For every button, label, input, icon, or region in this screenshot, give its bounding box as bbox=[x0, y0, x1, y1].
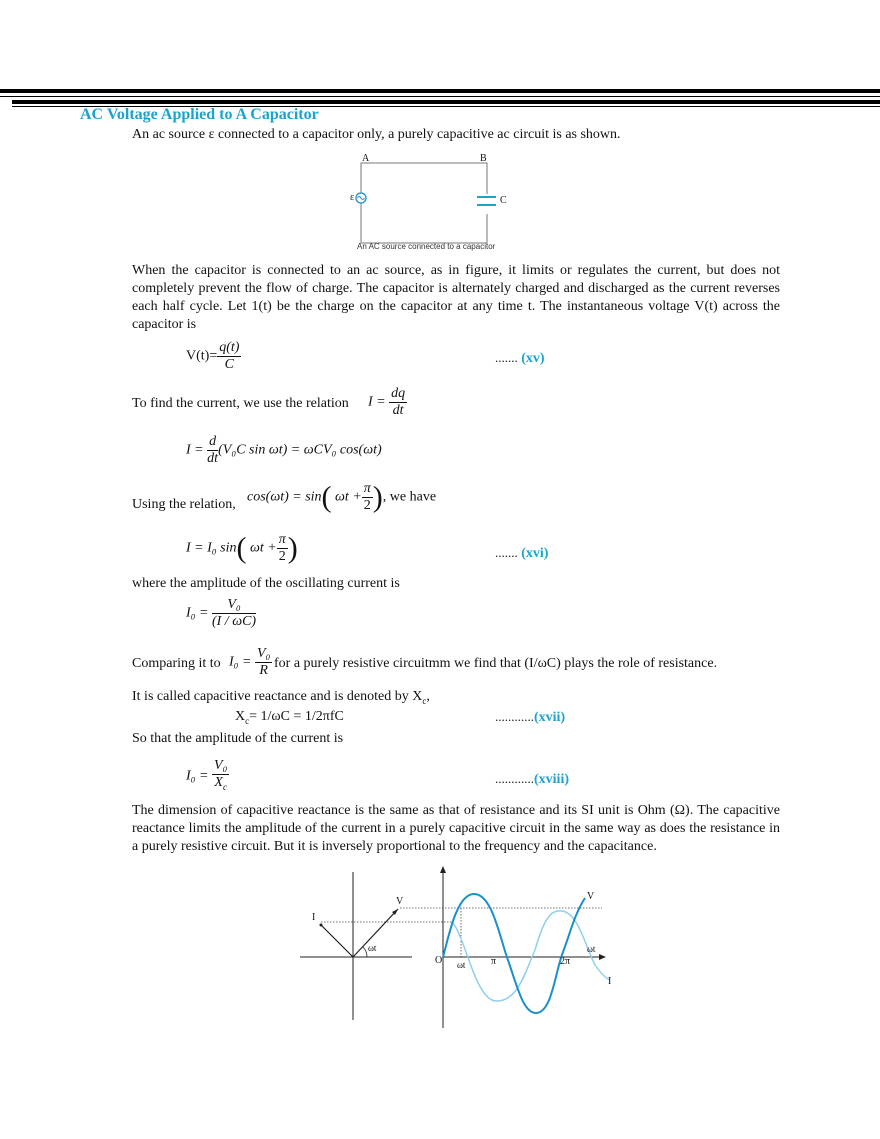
header-rule-thin bbox=[12, 106, 880, 107]
waveform-label-v: V bbox=[587, 891, 595, 902]
header-rule-bottom bbox=[12, 100, 880, 104]
waveform-label-pi: π bbox=[491, 956, 497, 967]
waveform-label-origin: O bbox=[435, 955, 443, 966]
paragraph-charge: When the capacitor is connected to an ac… bbox=[132, 263, 780, 332]
paragraph-comparing-suffix: for a purely resistive circuitmm we find… bbox=[274, 656, 718, 671]
equation-number: (xv) bbox=[521, 351, 545, 366]
phasor-label-v: V bbox=[396, 896, 404, 907]
equation-xv: V(t)=q(t)C bbox=[186, 340, 242, 373]
equation-xvii-tag: ............(xvii) bbox=[495, 709, 566, 725]
paragraph-reactance: It is called capacitive reactance and is… bbox=[132, 689, 430, 706]
paragraph-comparing: Comparing it to bbox=[132, 656, 221, 671]
equation-number: (xviii) bbox=[534, 772, 569, 787]
paragraph-so-that: So that the amplitude of the current is bbox=[132, 731, 344, 746]
paragraph-trig: Using the relation, bbox=[132, 497, 236, 512]
waveform-label-wt: ωt bbox=[457, 960, 466, 970]
paragraph-amplitude: where the amplitude of the oscillating c… bbox=[132, 576, 400, 591]
equation-amplitude: I₀ = V₀(I / ωC) bbox=[186, 597, 257, 629]
eq-xv-lhs: V(t)= bbox=[186, 348, 218, 364]
circuit-label-c: C bbox=[500, 195, 507, 206]
eq-xv-num: q(t) bbox=[217, 340, 242, 357]
paragraph-relation: To find the current, we use the relation bbox=[132, 396, 349, 411]
header-rule-top bbox=[0, 89, 880, 93]
equation-number: (xvi) bbox=[521, 546, 549, 561]
circuit-diagram-icon bbox=[355, 162, 496, 244]
intro-text: An ac source ε connected to a capacitor … bbox=[132, 127, 621, 142]
equation-xvi-tag: ....... (xvi) bbox=[495, 545, 549, 561]
circuit-label-b: B bbox=[480, 153, 487, 164]
phasor-waveform-diagram-icon bbox=[300, 866, 611, 1028]
equation-xv-tag: ....... (xv) bbox=[495, 350, 545, 366]
circuit-label-a: A bbox=[362, 153, 370, 164]
paragraph-dimension: The dimension of capacitive reactance is… bbox=[132, 803, 780, 854]
circuit-figure: A B ε C An AC source connected to a capa… bbox=[340, 150, 540, 255]
section-title: AC Voltage Applied to A Capacitor bbox=[80, 106, 319, 123]
waveform-label-wt-end: ωt bbox=[587, 944, 596, 954]
equation-xviii-tag: ............(xviii) bbox=[495, 771, 569, 787]
phasor-label-angle: ωt bbox=[368, 943, 377, 953]
circuit-caption: An AC source connected to a capacitor bbox=[357, 242, 496, 251]
phasor-figure: I V ωt O ωt π 2π ωt V I bbox=[290, 860, 620, 1035]
equation-number: (xvii) bbox=[534, 710, 566, 725]
circuit-label-source: ε bbox=[350, 192, 355, 203]
equation-xvii: Xc= 1/ωC = 1/2πfC bbox=[235, 709, 344, 726]
eq-xv-den: C bbox=[224, 357, 235, 372]
waveform-label-i: I bbox=[608, 976, 612, 987]
phasor-label-i: I bbox=[312, 912, 316, 923]
header-rule-mid bbox=[0, 96, 880, 97]
waveform-label-2pi: 2π bbox=[560, 956, 571, 967]
